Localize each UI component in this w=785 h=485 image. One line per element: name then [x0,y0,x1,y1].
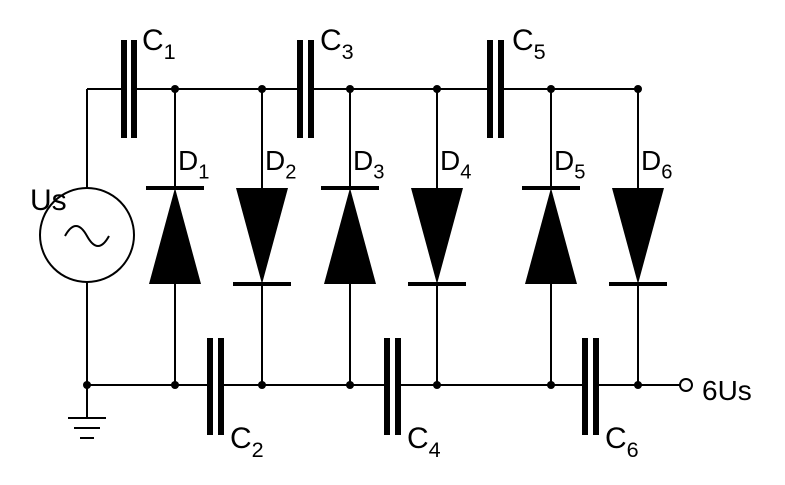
capacitor-c3: C3 [297,24,354,138]
junction-dot [171,381,179,389]
junction-dot [83,381,91,389]
diode-d5: D5 [522,89,585,385]
capacitor-c2: C2 [207,338,264,462]
diode-d1: D1 [146,89,209,385]
output-label: 6Us [702,375,752,406]
capacitor-label: C1 [142,24,176,64]
junction-dot [258,381,266,389]
capacitor-label: C2 [230,422,264,462]
diode-label: D3 [353,145,384,183]
junction-dot [547,85,555,93]
output-terminal-icon [679,378,693,392]
diode-label: D1 [178,145,209,183]
capacitor-c4: C4 [384,338,441,462]
junction-dot [433,85,441,93]
junction-dot [547,381,555,389]
source-label: Us [30,184,67,217]
capacitor-label: C4 [407,422,441,462]
capacitor-c1: C1 [121,24,176,138]
junction-dots [83,85,642,389]
junction-dot [433,381,441,389]
junction-dot [346,381,354,389]
junction-dot [258,85,266,93]
capacitor-label: C6 [605,422,639,462]
capacitor-label: C5 [512,24,546,64]
ac-source-icon [39,187,135,283]
junction-dot [634,85,642,93]
diode-label: D6 [641,145,672,183]
diode-d4: D4 [408,89,471,385]
diode-label: D4 [440,145,471,183]
diode-d3: D3 [321,89,384,385]
diode-d6: D6 [609,89,672,385]
source-branch: Us [30,88,135,385]
junction-dot [171,85,179,93]
diode-label: D2 [265,145,296,183]
diode-label: D5 [554,145,585,183]
junction-dot [634,381,642,389]
ground-icon [68,385,106,439]
capacitor-c6: C6 [582,338,639,462]
diode-d2: D2 [233,89,296,385]
junction-dot [346,85,354,93]
capacitor-label: C3 [320,24,354,64]
capacitor-c5: C5 [487,24,546,138]
